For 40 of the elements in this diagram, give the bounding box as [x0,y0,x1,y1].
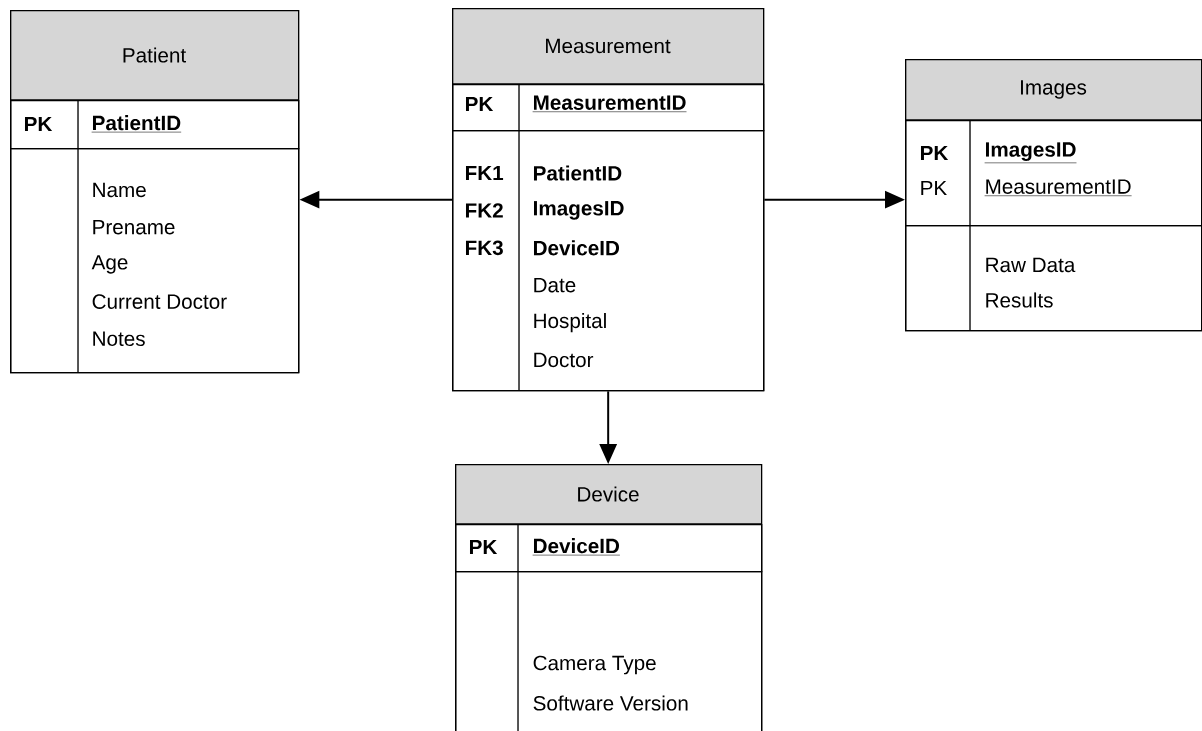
key-label: PK [470,539,498,555]
table-section [452,83,765,132]
field-name: Date [534,278,576,293]
field-name: Name [93,182,146,198]
key-label: PK [466,96,494,112]
table-title: Images [1021,80,1087,99]
field-name: ImagesID [984,142,1077,164]
field-name: ImagesID [534,201,624,220]
field-name: Camera Type [533,655,656,675]
table-section [905,119,1202,227]
field-name: Doctor [534,352,594,368]
field-name: PatientID [91,115,182,133]
key-label: PK [921,180,947,196]
key-label: FK1 [466,165,504,181]
field-name: Current Doctor [92,294,227,309]
field-name: MeasurementID [532,95,687,112]
table-title: Patient [123,47,186,63]
key-label: PK [25,116,53,132]
table-section [455,523,763,573]
table-section [10,147,300,374]
table-section [10,99,300,150]
field-name: Raw Data [986,257,1076,273]
field-name: DeviceID [532,538,621,556]
table-title: Device [578,486,639,502]
field-name: Results [986,292,1053,308]
field-name: PatientID [534,165,622,181]
table-section [905,224,1202,332]
table-section [455,570,763,731]
table-section [452,129,765,392]
key-label: FK3 [466,240,503,256]
table-title: Measurement [546,38,671,54]
key-label: PK [921,145,949,161]
field-name: Notes [93,331,145,346]
field-name: Hospital [534,312,606,333]
key-label: FK2 [466,203,503,218]
field-name: Age [91,255,128,274]
field-name: MeasurementID [984,179,1132,196]
field-name: DeviceID [534,240,620,256]
field-name: Prename [93,220,175,235]
field-name: Software Version [533,695,688,711]
